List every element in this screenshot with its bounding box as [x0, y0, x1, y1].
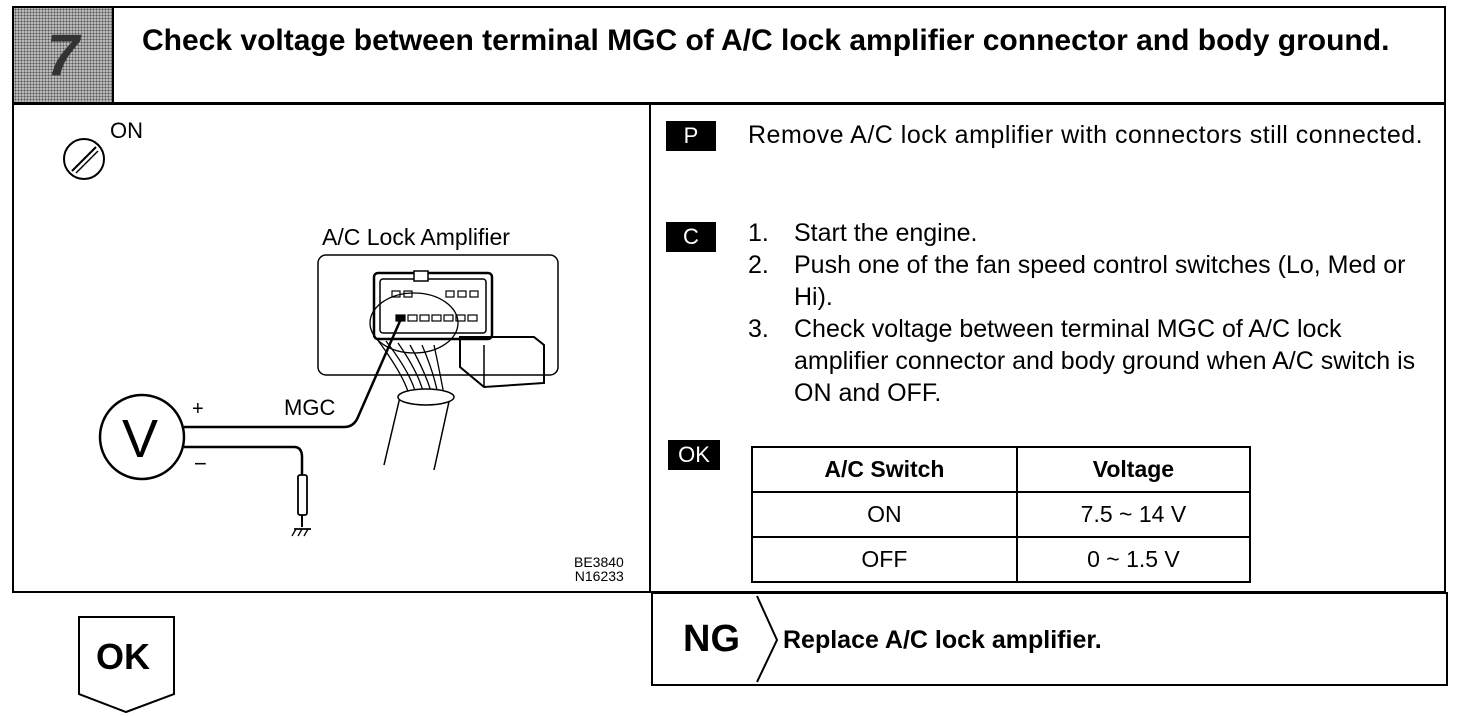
negative-lead [184, 445, 304, 475]
prepare-text: Remove A/C lock amplifier with connector… [748, 121, 1424, 149]
table-header-row: A/C Switch Voltage [751, 446, 1252, 493]
check-steps: 1.Start the engine. 2.Push one of the fa… [748, 217, 1438, 409]
check-step: 2.Push one of the fan speed control swit… [748, 251, 1406, 311]
ignition-on-label: ON [110, 118, 143, 143]
component-label: A/C Lock Amplifier [322, 224, 510, 250]
ok-flow-label: OK [96, 636, 150, 677]
step-number: 7 [46, 22, 80, 88]
mgc-terminal-label: MGC [284, 395, 335, 420]
plus-sign: + [192, 398, 204, 420]
check-badge: C [666, 222, 716, 252]
minus-sign: − [194, 451, 207, 476]
ac-lock-amplifier-icon [317, 254, 559, 471]
ignition-key-icon [63, 138, 105, 180]
step-number-box: 7 [14, 8, 114, 102]
prepare-badge: P [666, 121, 716, 151]
step-header: 7 Check voltage between terminal MGC of … [12, 6, 1446, 104]
voltmeter-symbol: V [122, 409, 158, 469]
column-divider [649, 103, 651, 593]
voltmeter-icon [98, 393, 186, 481]
ng-action-text: Replace A/C lock amplifier. [783, 626, 1102, 654]
wiring-illustration: ON A/C Lock Amplifier [14, 105, 649, 591]
table-header: Voltage [1015, 446, 1252, 493]
check-step: 1.Start the engine. [748, 219, 978, 247]
table-cell: ON [751, 491, 1018, 538]
ok-badge: OK [668, 440, 720, 470]
ref-code: BE3840 [574, 554, 624, 570]
ref-code: N16233 [574, 568, 624, 584]
step-title: Check voltage between terminal MGC of A/… [142, 24, 1390, 57]
terminal-highlight [369, 292, 459, 354]
voltage-spec-table: A/C Switch Voltage ON 7.5 ~ 14 V OFF 0 ~… [751, 446, 1252, 583]
ng-arrow-icon [756, 595, 779, 683]
check-step: 3.Check voltage between terminal MGC of … [748, 315, 1416, 407]
table-row: ON 7.5 ~ 14 V [751, 491, 1252, 538]
reference-codes: BE3840 N16233 [574, 555, 624, 583]
ng-label: NG [683, 618, 740, 660]
positive-lead [184, 320, 402, 429]
ok-flow-arrow-icon [78, 616, 175, 714]
ground-probe-icon [291, 474, 311, 537]
table-cell: 0 ~ 1.5 V [1015, 536, 1252, 583]
table-cell: 7.5 ~ 14 V [1015, 491, 1252, 538]
table-cell: OFF [751, 536, 1018, 583]
ng-result-box [651, 592, 1448, 686]
table-header: A/C Switch [751, 446, 1018, 493]
table-row: OFF 0 ~ 1.5 V [751, 536, 1252, 583]
